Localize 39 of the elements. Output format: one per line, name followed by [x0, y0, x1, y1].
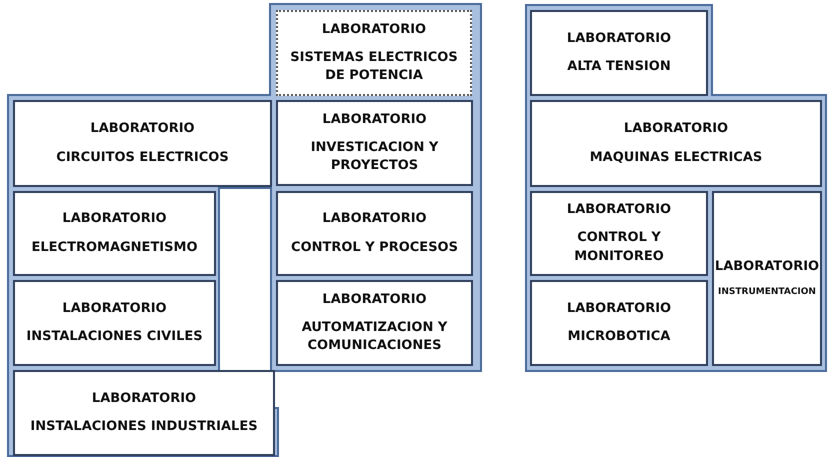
room-title: LABORATORIO — [92, 390, 196, 408]
room-name: CIRCUITOS ELECTRICOS — [56, 148, 229, 166]
room-title: LABORATORIO — [90, 120, 195, 138]
room-name: MICROBOTICA — [568, 328, 670, 346]
room — [13, 280, 216, 366]
room-name: CONTROL Y MONITOREO — [573, 229, 665, 266]
room-title: LABORATORIO — [322, 210, 427, 228]
room-name: ALTA TENSION — [567, 58, 671, 76]
room-title: LABORATORIO — [566, 300, 672, 318]
room-name: INSTALACIONES CIVILES — [26, 328, 203, 346]
room — [13, 100, 272, 187]
room-name: ELECTROMAGNETISMO — [32, 238, 198, 256]
room-name: INVESTICACION Y PROYECTOS — [310, 138, 440, 176]
room-title: LABORATORIO — [624, 120, 728, 138]
room-title: LABORATORIO — [322, 110, 427, 129]
room-name: INSTRUMENTACION — [718, 286, 816, 299]
room-title: LABORATORIO — [566, 30, 672, 48]
room-title: LABORATORIO — [566, 201, 672, 220]
room — [276, 280, 473, 366]
room-name: AUTOMATIZACION Y COMUNICACIONES — [300, 318, 448, 356]
room — [13, 191, 216, 276]
room — [13, 370, 275, 456]
room — [530, 280, 708, 366]
room-name: SISTEMAS ELECTRICOS DE POTENCIA — [289, 48, 459, 86]
room — [530, 10, 708, 96]
room-name: MAQUINAS ELECTRICAS — [590, 148, 762, 166]
room-title: LABORATORIO — [714, 258, 820, 276]
room — [276, 10, 472, 96]
room-name: INSTALACIONES INDUSTRIALES — [30, 418, 258, 436]
room-title: LABORATORIO — [322, 20, 426, 39]
room — [276, 191, 473, 276]
room-title: LABORATORIO — [62, 210, 167, 228]
room — [276, 100, 473, 186]
room-title: LABORATORIO — [322, 290, 427, 309]
room — [530, 100, 822, 187]
room-name: CONTROL Y PROCESOS — [291, 238, 458, 256]
room — [712, 191, 822, 366]
room — [530, 191, 708, 276]
room-title: LABORATORIO — [62, 300, 167, 318]
